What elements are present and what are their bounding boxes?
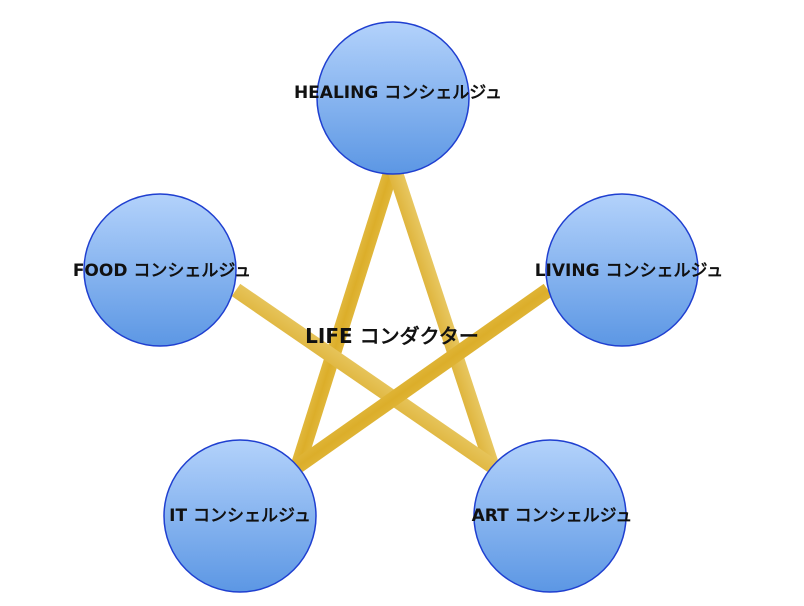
node-label-art: ART コンシェルジュ <box>472 506 633 526</box>
node-circle-art <box>473 439 627 593</box>
center-label: LIFE コンダクター <box>305 324 479 348</box>
node-circle-healing <box>316 21 470 175</box>
node-circles <box>83 21 699 593</box>
node-circle-living <box>545 193 699 347</box>
gold-pentagram <box>231 162 553 473</box>
node-label-food: FOOD コンシェルジュ <box>73 261 251 281</box>
node-circle-it <box>163 439 317 593</box>
star-band-top-to-bottom-left <box>290 162 401 469</box>
node-label-living: LIVING コンシェルジュ <box>535 261 724 281</box>
node-label-it: IT コンシェルジュ <box>169 506 311 526</box>
node-circle-food <box>83 193 237 347</box>
star-band-right-to-bottom-left <box>293 283 553 473</box>
star-band-left-to-bottom-right <box>231 283 497 473</box>
labels: HEALING コンシェルジュ LIVING コンシェルジュ ART コンシェル… <box>73 83 723 526</box>
star-band-top-to-bottom-right <box>385 162 500 469</box>
node-label-healing: HEALING コンシェルジュ <box>294 83 502 103</box>
